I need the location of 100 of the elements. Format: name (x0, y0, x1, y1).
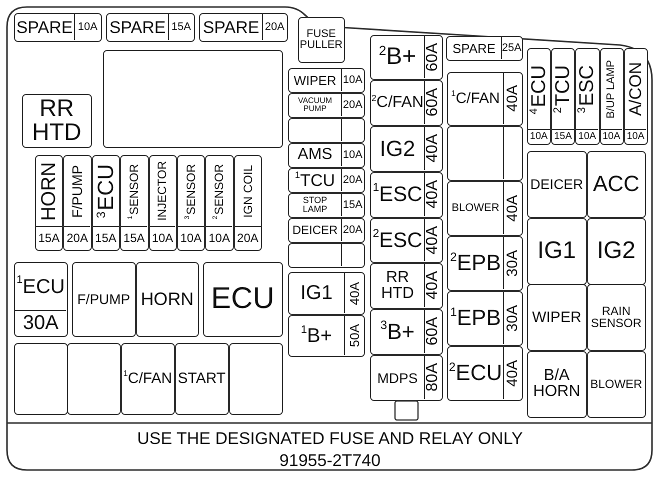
fuse-slot (370, 35, 443, 80)
relay-slot (527, 284, 587, 351)
fuse-slot (447, 181, 523, 236)
fuse-slot (600, 48, 624, 145)
fuse-slot (370, 355, 443, 401)
empty-slot (103, 50, 283, 148)
amperage-rating: 50A (348, 324, 361, 348)
amperage-rating: 10A (342, 74, 362, 86)
amperage-rating: 60A (425, 317, 442, 346)
fuse-label: IG1 (300, 283, 333, 304)
fuse-label: B/UP LAMP (606, 60, 617, 118)
fuse-label: $^{1}$C/FAN (451, 91, 500, 106)
empty-slot (14, 343, 68, 415)
fuse-slot (106, 13, 195, 42)
fuse-slot (446, 36, 523, 61)
fuse-label: $^{1}$ESC (372, 184, 422, 206)
amperage-rating: 25A (502, 42, 522, 54)
fuse-label: IGN COIL (242, 164, 254, 218)
fuse-label: SPARE (16, 18, 73, 36)
relay-label: ECU (211, 284, 274, 314)
amperage-rating: 40A (348, 282, 361, 305)
relay-slot (22, 94, 92, 148)
amperage-rating: 40A (505, 194, 520, 222)
amperage-rating: 80A (425, 363, 442, 392)
amperage-rating: 10A (530, 132, 548, 142)
amperage-rating: 20A (342, 224, 362, 236)
relay-label: WIPER (532, 310, 582, 325)
amperage-rating: 10A (626, 132, 644, 142)
fuse-label: VACUUM PUMP (298, 97, 332, 114)
fuse-label: $^{1}$B+ (300, 326, 332, 346)
amperage-rating: 20A (66, 232, 88, 244)
fuse-label: BLOWER (452, 202, 500, 214)
fuse-slot (288, 193, 365, 218)
amperage-rating: 10A (208, 232, 230, 244)
fuse-label: IG2 (380, 138, 416, 160)
fuse-label: SPARE (452, 42, 496, 55)
fuse-slot (447, 291, 523, 346)
relay-label: RR HTD (32, 96, 82, 145)
fuse-slot (447, 72, 523, 126)
fuse-slot (447, 346, 523, 401)
amperage-rating: 60A (425, 88, 442, 117)
fuse-slot (624, 48, 648, 145)
relay-label: B/A HORN (533, 368, 580, 400)
relay-slot (587, 284, 646, 351)
fuse-slot (527, 48, 552, 145)
fuse-label: RR HTD (381, 270, 414, 302)
fuse-slot (177, 155, 206, 251)
amperage-rating: 15A (95, 232, 116, 244)
relay-slot (527, 351, 587, 418)
relay-label: IG2 (596, 239, 636, 264)
amperage-rating: 10A (180, 232, 202, 244)
amperage-rating: 40A (505, 85, 520, 112)
amperage-rating: 40A (425, 180, 442, 209)
fuse-slot (288, 93, 365, 118)
fuse-slot (370, 126, 443, 172)
relay-slot (527, 218, 587, 285)
fuse-slot (288, 218, 365, 243)
relay-slot (136, 262, 199, 337)
fuse-slot (370, 80, 443, 126)
fuse-slot (199, 13, 288, 42)
fuse-slot (288, 168, 365, 193)
amperage-rating: 15A (554, 132, 572, 142)
fuse-label: $^{3}$B+ (380, 320, 415, 343)
amperage-rating: 40A (505, 360, 520, 387)
fuse-label: INJECTOR (156, 161, 168, 221)
amperage-rating: 30A (505, 304, 520, 332)
relay-label: F/PUMP (77, 292, 130, 306)
relay-label: IG1 (537, 239, 576, 264)
amperage-rating: 40A (425, 271, 442, 300)
empty-slot (288, 118, 365, 143)
fuse-label: $^{2}$ESC (372, 230, 422, 251)
fuse-slot (370, 172, 443, 218)
fuse-slot (370, 309, 443, 355)
amperage-rating: 60A (425, 42, 442, 72)
fuse-label: $^{2}$C/FAN (371, 94, 424, 111)
fuse-slot (288, 272, 365, 315)
fuse-box-housing (5, 5, 655, 472)
fuse-label: AMS (298, 147, 332, 164)
fuse-label: $^{1}$EPB (450, 307, 501, 330)
fuse-slot (288, 143, 365, 168)
fuse-label: DEICER (292, 224, 338, 236)
relay-label: HORN (140, 290, 194, 308)
relay-slot (527, 151, 587, 218)
instruction-text: USE THE DESIGNATED FUSE AND RELAY ONLY (137, 429, 523, 448)
fuse-slot (447, 236, 523, 291)
fuse-slot (205, 155, 234, 251)
amperage-rating: 30A (505, 250, 520, 277)
amperage-rating: 20A (237, 232, 258, 244)
relay-label: DEICER (530, 177, 584, 192)
relay-label: BLOWER (590, 378, 642, 390)
amperage-rating: 10A (78, 22, 98, 33)
amperage-rating: 30A (22, 313, 58, 334)
relay-label: START (178, 371, 226, 386)
fuse-label: SPARE (109, 18, 166, 36)
fuse-slot (234, 155, 262, 251)
fuse-slot (370, 218, 443, 263)
amperage-rating: 40A (425, 134, 442, 163)
relay-label: ACC (592, 173, 640, 196)
amperage-rating: 10A (342, 150, 362, 161)
fuse-slot (92, 155, 120, 251)
